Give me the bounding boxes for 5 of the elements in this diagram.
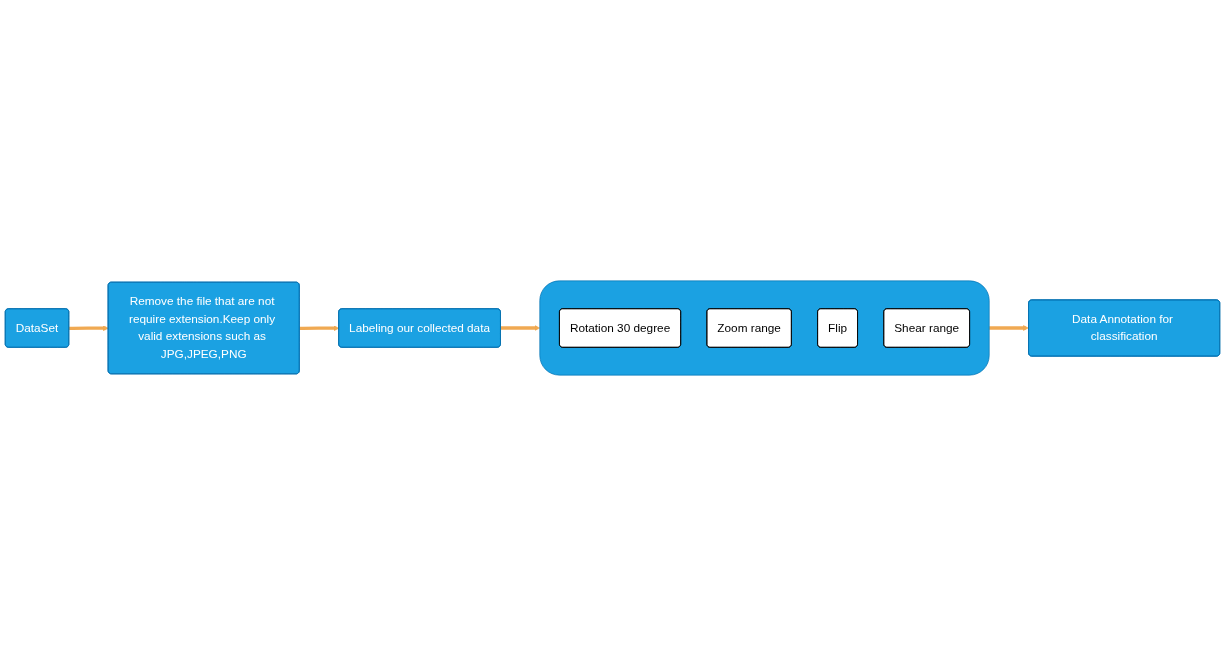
cluster (539, 280, 990, 376)
arrow (500, 325, 541, 331)
arrow (989, 325, 1029, 331)
arrow (299, 325, 340, 332)
arrow (69, 325, 109, 332)
